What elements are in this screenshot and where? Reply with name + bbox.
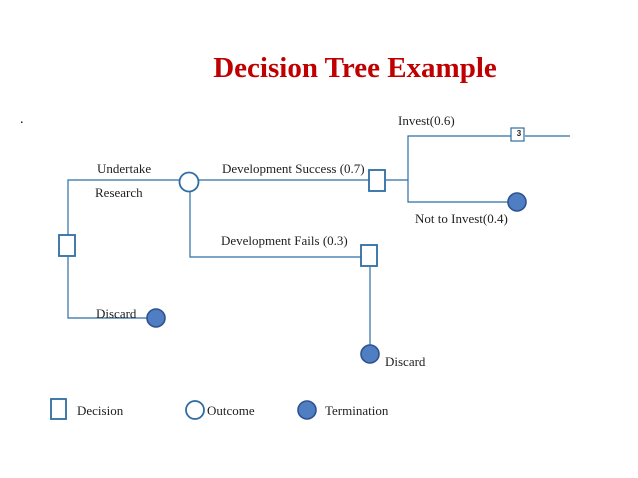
label-discard-left: Discard xyxy=(96,306,137,321)
label-dev-success: Development Success (0.7) xyxy=(222,161,365,176)
slide-title: Decision Tree Example xyxy=(213,52,497,84)
decision-node-fails xyxy=(360,244,378,267)
decision-node-3 xyxy=(510,127,525,142)
tree-connectors xyxy=(67,135,570,345)
decision-node-root xyxy=(58,234,76,257)
label-invest: Invest(0.6) xyxy=(398,113,455,128)
legend-outcome-icon xyxy=(185,400,205,420)
termination-node-discard-left xyxy=(146,308,166,328)
legend-termination-icon xyxy=(297,400,317,420)
decision-node-3-label: 3 xyxy=(516,129,522,138)
label-dev-fails: Development Fails (0.3) xyxy=(221,233,348,248)
legend-decision-icon xyxy=(50,398,67,420)
edge-not-invest xyxy=(407,180,508,203)
termination-node-discard-bottom xyxy=(360,344,380,364)
stray-dot: . xyxy=(20,112,24,127)
legend-decision-label: Decision xyxy=(77,403,124,418)
label-not-invest: Not to Invest(0.4) xyxy=(415,211,508,226)
label-research: Research xyxy=(95,185,143,200)
edge-dev-fails xyxy=(189,192,361,258)
edge-discard-left xyxy=(67,257,148,319)
edge-invest xyxy=(407,135,511,180)
legend-termination-label: Termination xyxy=(325,403,389,418)
label-undertake: Undertake xyxy=(97,161,152,176)
outcome-node-research xyxy=(178,171,200,193)
decision-node-invest xyxy=(368,169,386,192)
label-discard-bottom: Discard xyxy=(385,354,426,369)
edge-undertake xyxy=(67,179,180,235)
termination-node-not-invest xyxy=(507,192,527,212)
legend-outcome-label: Outcome xyxy=(207,403,255,418)
